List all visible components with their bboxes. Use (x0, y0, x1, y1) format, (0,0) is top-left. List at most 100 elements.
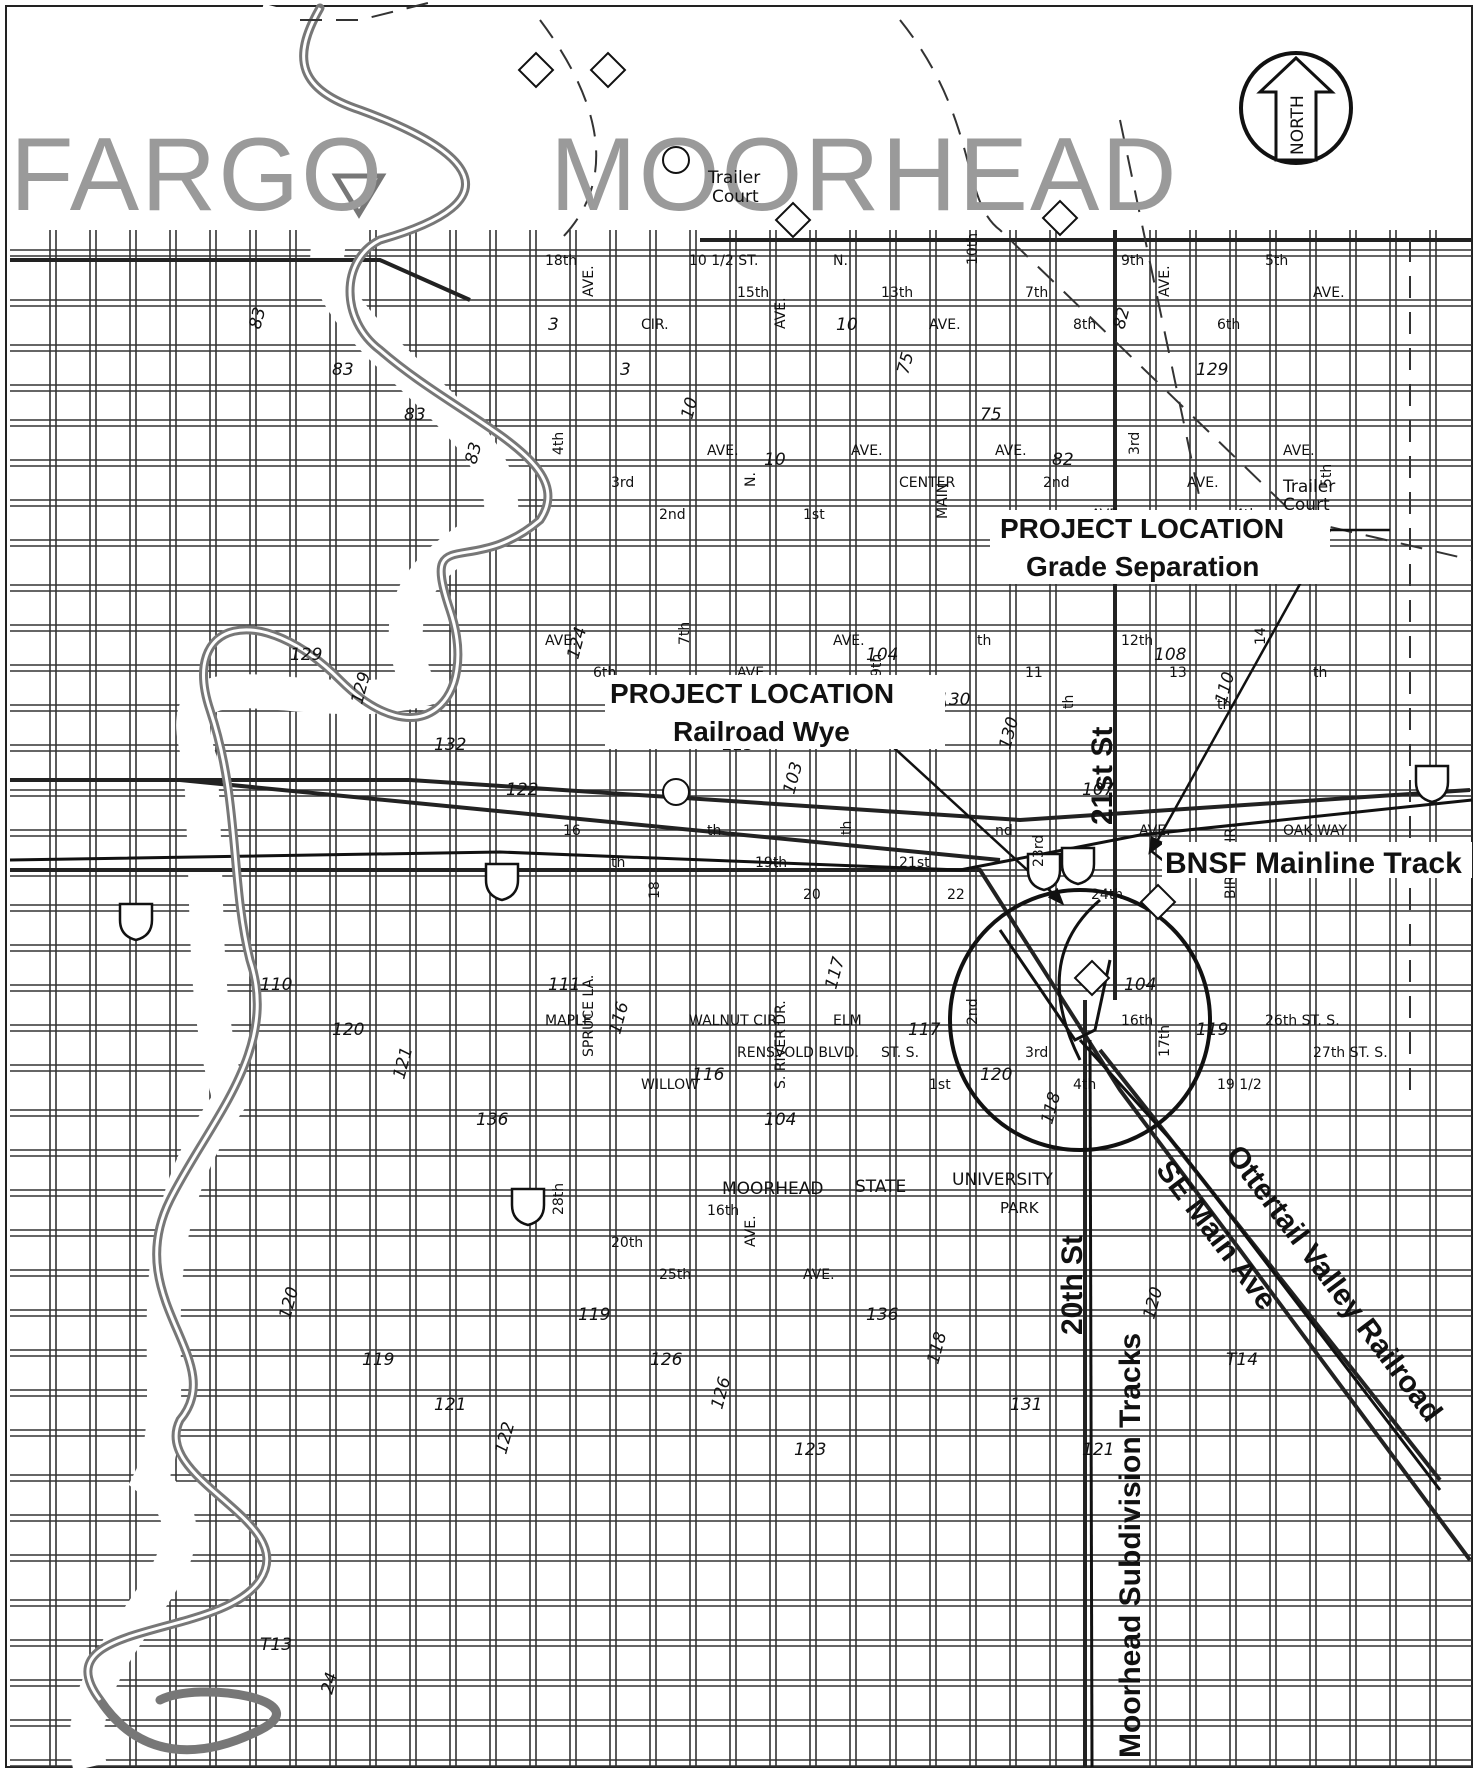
state-route-shield (1041, 199, 1079, 237)
route-label: 107 (1082, 780, 1115, 800)
street-label: nd (995, 823, 1013, 839)
callout-moorhead-sub: Moorhead Subdivision Tracks (1114, 1333, 1147, 1758)
street-label: AVE. (773, 297, 789, 329)
us-route-shield (1026, 852, 1062, 892)
city-limit-5 (300, 0, 441, 21)
route-label: 3 (620, 360, 631, 380)
street-label: 10th (965, 233, 981, 265)
river-inner-edge (86, 7, 550, 1701)
place-trailer-2: Trailer (1282, 477, 1335, 497)
route-label: 82 (1052, 450, 1074, 470)
street-label: 1st (803, 507, 825, 523)
street-label: 25th (659, 1267, 691, 1283)
wye-track (998, 929, 1112, 1042)
city-limit-2 (899, 19, 1473, 561)
street-label: 16 (563, 823, 581, 839)
street-label: CENTER (899, 475, 955, 491)
state-route-shield (517, 51, 555, 89)
route-label: 126 (650, 1350, 683, 1370)
route-label: 10 (764, 450, 786, 470)
hwy-10 (10, 778, 1471, 823)
street-label: 10 1/2 ST. (689, 253, 758, 269)
street-label: 23rd (1031, 835, 1047, 867)
callout-21st: 21st St (1086, 727, 1119, 825)
street-label: 16th (707, 1203, 739, 1219)
street-label: 24th (1091, 887, 1123, 903)
street-label: 2nd (965, 998, 981, 1025)
label-bg-grade (990, 510, 1330, 584)
route-label: 111 (548, 975, 580, 995)
street-label: CIR. (641, 317, 669, 333)
street-label: AVE. (929, 317, 961, 333)
place-university: UNIVERSITY (952, 1170, 1054, 1190)
state-route-shield (1139, 883, 1177, 921)
state-route-shield (589, 51, 627, 89)
street-label: ST. S. (881, 1045, 919, 1061)
project-area-circle (948, 888, 1212, 1152)
street-label: N. (743, 472, 759, 487)
street-label: 16th (1121, 1013, 1153, 1029)
street-label: 20 (803, 887, 821, 903)
place-trailer-1: Trailer (707, 168, 760, 188)
moorhead-sub-track (1088, 1039, 1094, 1768)
street-label: AVE. (1187, 475, 1219, 491)
street-label: AVE. (995, 443, 1027, 459)
street-label: 13 (1169, 665, 1187, 681)
route-label: 104 (866, 645, 898, 665)
street-label: S. RIVER DR. (773, 1000, 789, 1089)
route-label: 129 (1196, 360, 1228, 380)
street-label: AVE. (1283, 443, 1315, 459)
street-label: MAIN (935, 483, 951, 519)
se-main-ave (1098, 1048, 1442, 1482)
route-label: 110 (260, 975, 292, 995)
street-label: AVE. (545, 633, 577, 649)
county-route-shield (662, 778, 690, 806)
project-wye-subtitle: Railroad Wye (673, 716, 850, 747)
place-msu: MOORHEAD (722, 1179, 824, 1199)
arrow-grade (1148, 836, 1165, 855)
route-label: 83 (404, 405, 426, 425)
city-limit-3 (1119, 119, 1201, 501)
route-label: 83 (332, 360, 354, 380)
street-label: WILLOW (641, 1077, 699, 1093)
route-label: 123 (794, 1440, 826, 1460)
route-label: 136 (866, 1305, 899, 1325)
street-label: 18 (647, 881, 663, 899)
north-arrow: NORTH (1239, 51, 1353, 165)
route-label: 132 (434, 735, 466, 755)
city-moorhead: MOORHEAD (550, 117, 1178, 233)
street-label: AVE. (1157, 265, 1173, 297)
route-label: 116 (692, 1065, 725, 1085)
street-label: AVE. (1139, 823, 1171, 839)
city-limits (300, 0, 1473, 1100)
north-label: NORTH (1288, 95, 1308, 155)
project-wye-title: PROJECT LOCATION (610, 678, 894, 709)
center-ave (179, 778, 1001, 862)
street-label: 26th ST. S. (1265, 1013, 1340, 1029)
major-roads (10, 230, 1472, 1767)
street-label: 19 1/2 (1217, 1077, 1262, 1093)
street-label: 3rd (1025, 1045, 1048, 1061)
route-label: 130 (938, 690, 970, 710)
cross-road (10, 258, 471, 302)
street-label: 3rd (1127, 432, 1143, 455)
route-label: 120 (980, 1065, 1012, 1085)
us-route-shield (484, 862, 520, 902)
callout-bnsf: BNSF Mainline Track (1165, 847, 1462, 880)
street-label: N. (833, 253, 848, 269)
street-label: 2nd (1043, 475, 1070, 491)
street-label: th (1217, 697, 1231, 713)
street-label: SPRUCE LA. (581, 975, 597, 1057)
route-label: T14 (1226, 1350, 1258, 1370)
street-label: AVE. (581, 265, 597, 297)
street-label: AVE. (707, 443, 739, 459)
ottertail-track (1078, 1038, 1442, 1491)
label-bg-wye (605, 675, 945, 749)
route-label: 119 (578, 1305, 610, 1325)
state-route-shield (1073, 959, 1111, 997)
place-court-1: Court (712, 187, 759, 207)
street-label: 20th (611, 1235, 643, 1251)
route-label: 131 (1010, 1395, 1042, 1415)
street-label: 1st (929, 1077, 951, 1093)
